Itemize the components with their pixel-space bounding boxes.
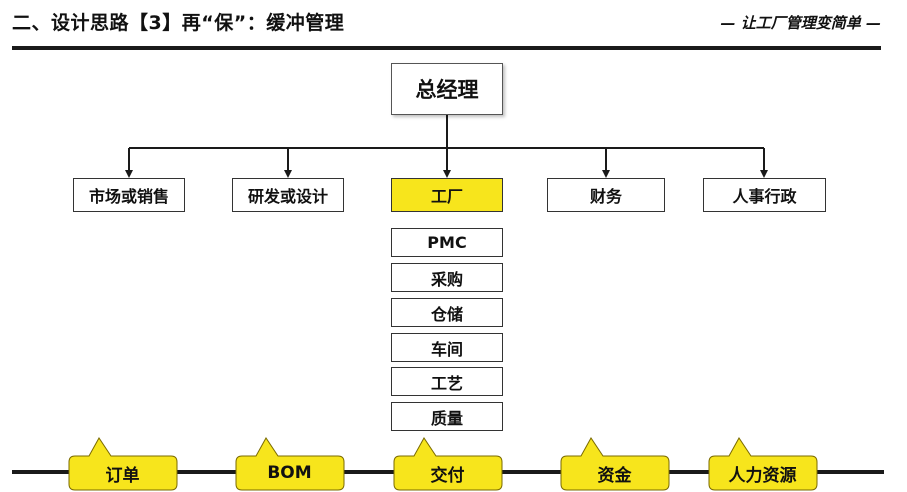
- dept-hr-box: 人事行政: [703, 178, 826, 212]
- dept-factory-box: 工厂: [391, 178, 503, 212]
- tag-bom: BOM: [232, 436, 347, 492]
- slide-title: 二、设计思路【3】再“保”：缓冲管理: [12, 12, 345, 34]
- unit-pmc-box: PMC: [391, 228, 503, 257]
- dept-finance-box: 财务: [547, 178, 665, 212]
- tag-hr: 人力资源: [705, 436, 820, 492]
- unit-quality-box: 质量: [391, 402, 503, 431]
- tag-funds-label: 资金: [597, 465, 632, 486]
- unit-purchasing-box: 采购: [391, 263, 503, 292]
- unit-process-box: 工艺: [391, 367, 503, 396]
- tag-order-label: 订单: [105, 465, 140, 486]
- tag-callout-shape: [560, 437, 670, 491]
- tag-callout-shape: [68, 437, 178, 491]
- tag-callout-shape: [708, 437, 818, 491]
- slogan: — 让工厂管理变简单 —: [720, 14, 881, 32]
- unit-workshop-box: 车间: [391, 333, 503, 362]
- tag-callout-shape: [393, 437, 503, 491]
- tag-delivery-label: 交付: [430, 465, 465, 486]
- dept-rd-box: 研发或设计: [232, 178, 344, 212]
- tag-hr-label: 人力资源: [728, 465, 797, 486]
- dept-sales-box: 市场或销售: [73, 178, 185, 212]
- tag-funds: 资金: [557, 436, 672, 492]
- unit-warehouse-box: 仓储: [391, 298, 503, 327]
- tag-order: 订单: [65, 436, 180, 492]
- title-rule: [12, 46, 881, 50]
- tag-delivery: 交付: [390, 436, 505, 492]
- tag-callout-shape: [235, 437, 345, 491]
- tag-bom-label: BOM: [267, 463, 312, 483]
- general-manager-box: 总经理: [391, 63, 503, 115]
